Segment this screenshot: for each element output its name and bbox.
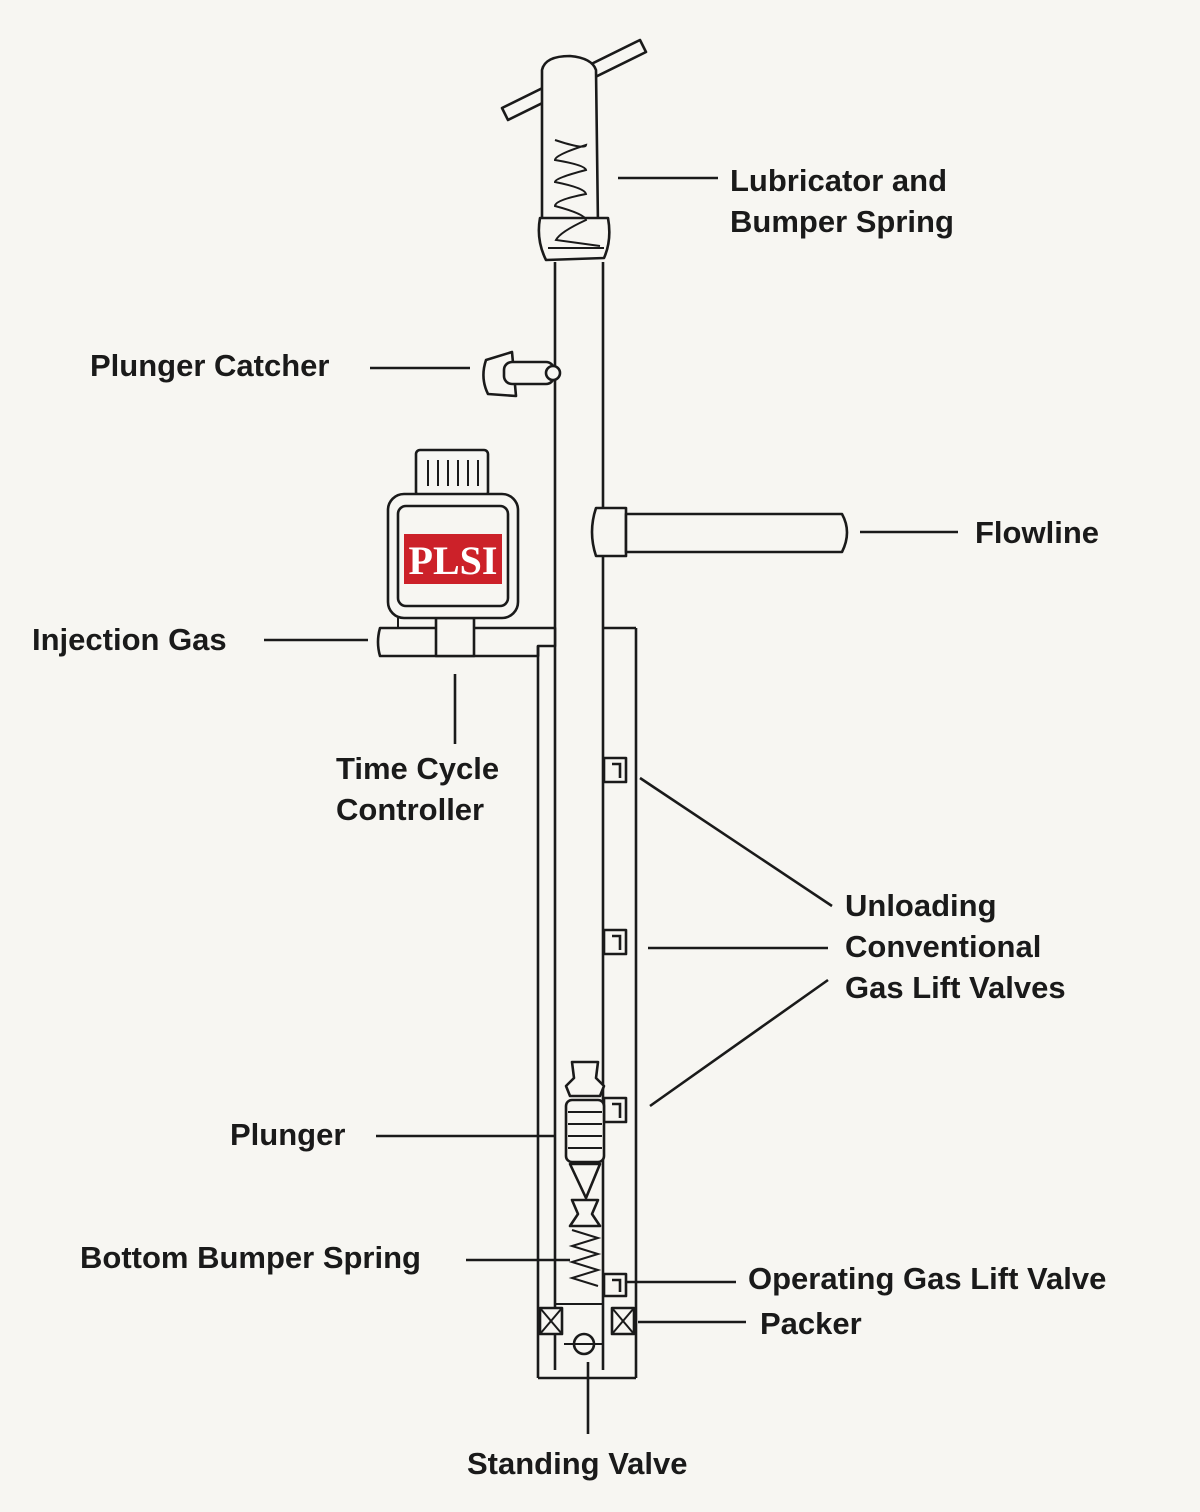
casing xyxy=(536,626,638,1380)
leader-lines xyxy=(264,176,958,1434)
label-lubricator-line-1: Lubricator and xyxy=(730,163,948,198)
label-standing-valve: Standing Valve xyxy=(467,1446,688,1481)
label-unloading-valves: Unloading Conventional Gas Lift Valves xyxy=(845,885,1066,1008)
label-time-cycle-line-2: Controller xyxy=(336,792,485,827)
plunger-body xyxy=(564,1060,606,1228)
tubing-string xyxy=(553,262,605,1370)
controller-logo-text: PLSI xyxy=(409,538,498,583)
label-operating-gas-lift-valve: Operating Gas Lift Valve xyxy=(748,1261,1107,1296)
leader-unloading-3 xyxy=(649,978,829,1108)
label-bottom-bumper-spring: Bottom Bumper Spring xyxy=(80,1240,421,1275)
label-unloading-line-1: Unloading xyxy=(845,888,997,923)
leader-unloading-1 xyxy=(639,776,833,908)
label-time-cycle-controller: Time Cycle Controller xyxy=(336,748,499,830)
lubricator-cap xyxy=(540,54,600,228)
flowline-pipe xyxy=(590,506,849,558)
label-unloading-line-3: Gas Lift Valves xyxy=(845,970,1066,1005)
time-cycle-controller xyxy=(386,448,520,628)
lubricator-collar xyxy=(537,216,611,262)
bottom-bumper-spring xyxy=(568,1229,602,1287)
plunger-catcher xyxy=(482,350,562,398)
bumper-spring-coil xyxy=(553,139,601,247)
packer xyxy=(538,1306,636,1336)
label-plunger-catcher: Plunger Catcher xyxy=(90,348,330,383)
label-packer: Packer xyxy=(760,1306,862,1341)
label-injection-gas: Injection Gas xyxy=(32,622,227,657)
unloading-gas-lift-valves xyxy=(602,756,628,1124)
label-plunger: Plunger xyxy=(230,1117,346,1152)
label-unloading-line-2: Conventional xyxy=(845,929,1042,964)
label-time-cycle-line-1: Time Cycle xyxy=(336,751,500,786)
lubricator xyxy=(500,38,648,262)
label-lubricator: Lubricator and Bumper Spring xyxy=(730,160,954,242)
standing-valve xyxy=(556,1303,604,1356)
label-lubricator-line-2: Bumper Spring xyxy=(730,204,954,239)
injection-gas-line xyxy=(376,616,557,658)
controller-logo-panel xyxy=(404,534,502,584)
operating-gas-lift-valve xyxy=(602,1272,628,1298)
label-flowline: Flowline xyxy=(975,515,1099,550)
